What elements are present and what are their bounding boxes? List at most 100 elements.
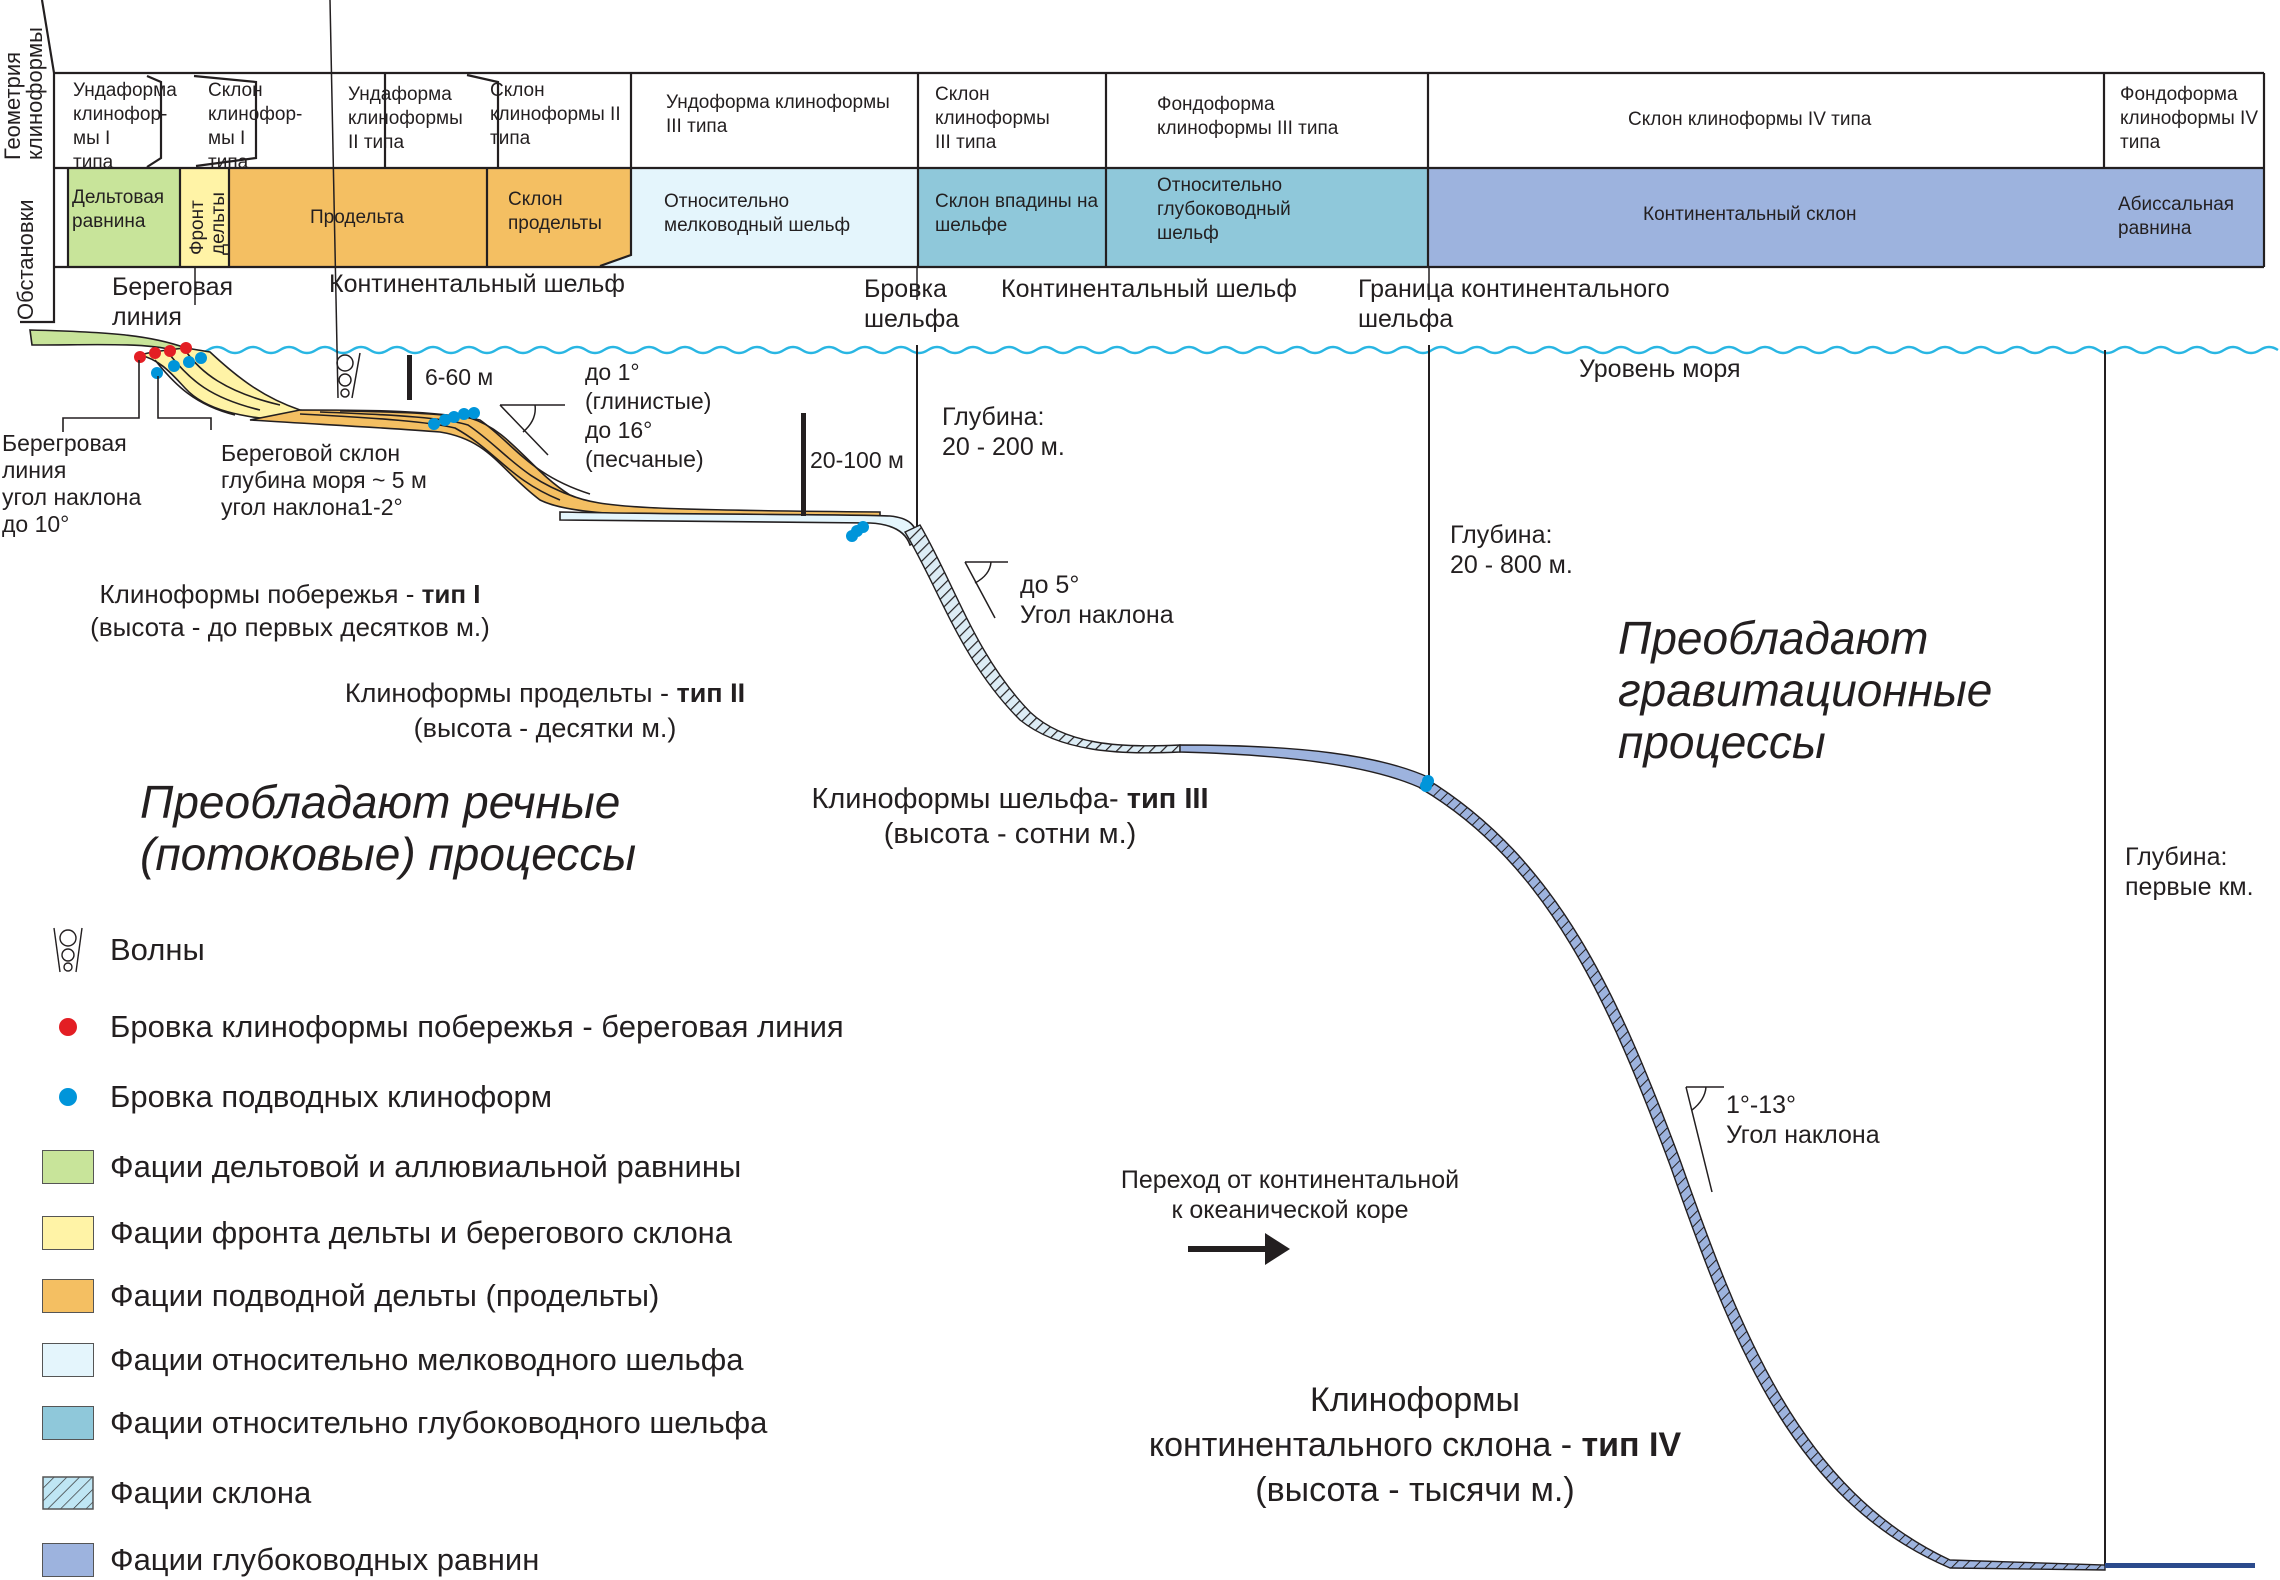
waves-icon (329, 0, 361, 399)
zone-continental-shelf-1: Континентальный шельф (329, 270, 625, 298)
note-line: Угол наклона (1726, 1121, 1880, 1149)
blue-dot (1420, 780, 1432, 792)
title-line: Клиноформы (1310, 1381, 1520, 1419)
title-type4: Клиноформы континентального склона - тип… (1065, 1378, 1765, 1513)
angle-label-shelf: до 5° Угол наклона (1020, 570, 1174, 630)
depth-label-20-100: 20-100 м (810, 447, 904, 473)
title-bold: тип II (676, 678, 746, 708)
legend-item-swatch: Фации фронта дельты и берегового склона (40, 1213, 732, 1253)
note-line: до 10° (2, 511, 70, 537)
rollover-dots (134, 342, 1434, 792)
legend-label: Бровка клиноформы побережья - береговая … (110, 1009, 844, 1044)
legend-item-swatch: Фации относительно глубоководного шельфа (40, 1403, 767, 1443)
title-line: Клиноформы продельты - тип II (295, 676, 795, 711)
setting-cell-label: Фронт дельты (187, 192, 229, 255)
setting-cell-label: Дельтовая равнина (72, 187, 165, 232)
swatch-icon (40, 1342, 96, 1378)
transition-label: Переход от континентальной к океаническо… (1080, 1165, 1500, 1225)
setting-cell-label: Относительно мелководный шельф (664, 191, 851, 236)
blue-dot (857, 521, 869, 533)
legend-item-red-dot: Бровка клиноформы побережья - береговая … (40, 1007, 844, 1047)
note-line: Глубина: (2125, 843, 2228, 871)
setting-cell-delta-plain (68, 168, 180, 266)
note-line: до 5° (1020, 571, 1080, 599)
sea-level-line (189, 345, 2279, 355)
legend-label: Фации фронта дельты и берегового склона (110, 1215, 733, 1250)
note-line: Угол наклона (1020, 601, 1174, 629)
red-dot-icon (40, 1009, 96, 1045)
depth-bar-20-100 (801, 413, 806, 516)
note-line: Переход от континентальной (1120, 1166, 1460, 1194)
setting-cell-label: Продельта (310, 207, 404, 228)
process-line: Преобладают речные (140, 776, 621, 828)
red-dot (149, 347, 161, 359)
note-line: 20 - 800 м. (1450, 551, 1573, 579)
blue-dot (151, 367, 163, 379)
process-line: гравитационные (1618, 664, 1993, 716)
depth-bar-6-60 (407, 355, 412, 400)
legend-item-hatch: Фации склона (40, 1473, 311, 1513)
legend-label: Фации склона (110, 1475, 312, 1510)
note-line: 20 - 200 м. (942, 433, 1065, 461)
row-label-geometry-text: Геометрия клиноформы (0, 27, 47, 160)
legend-label: Фации подводной дельты (продельты) (110, 1278, 660, 1313)
swatch-icon (40, 1149, 96, 1185)
geometry-cell: Ундаформа клинофор-мы I типа (73, 80, 177, 173)
note-line: до 1° (585, 359, 640, 385)
shoreline-note: Берегровая линия угол наклона до 10° (2, 430, 141, 538)
shore-slope-note: Береговой склон глубина моря ~ 5 м угол … (221, 440, 427, 521)
note-line: первые км. (2125, 873, 2254, 901)
legend-item-waves: Волны (40, 927, 205, 973)
note-line: Береговой склон (221, 440, 401, 466)
angle-label-prodelta: до 1° (глинистые) до 16° (песчаные) (585, 358, 711, 474)
sea-level-label: Уровень моря (1579, 355, 1741, 383)
red-dot (134, 351, 146, 363)
note-line: угол наклона (2, 484, 142, 510)
continental-slope-hatched (1419, 777, 2106, 1571)
note-line: Глубина: (1450, 521, 1553, 549)
blue-dot (468, 407, 480, 419)
leader-lines (62, 360, 212, 432)
blue-dot (183, 356, 195, 368)
legend-label: Фации относительно глубоководного шельфа (110, 1405, 768, 1440)
legend-label: Волны (110, 932, 205, 967)
zone-shelf-break: Бровка шельфа (864, 275, 960, 333)
note-line: до 16° (585, 417, 653, 443)
title-sub: (высота - десятки м.) (413, 713, 677, 743)
setting-cell-shallow-shelf (600, 168, 918, 266)
legend-label: Бровка подводных клиноформ (110, 1079, 553, 1114)
title-type2: Клиноформы продельты - тип II (высота - … (295, 676, 795, 746)
waves-icon (40, 927, 96, 973)
red-dot (164, 345, 176, 357)
setting-cell-label: Относительно глубоководный шельф (1157, 175, 1291, 244)
geometry-cell: Ундоформа клиноформы III типа (666, 92, 890, 137)
setting-cell-deep-shelf (1106, 168, 1428, 266)
setting-cell-prodelta-slope (487, 168, 631, 266)
row-label-settings-text: Обстановки (13, 199, 38, 320)
title-line: Клиноформы шельфа- тип III (760, 782, 1260, 817)
angle-label-slope: 1°-13° Угол наклона (1726, 1090, 1880, 1150)
geometry-cell: Ундаформа клиноформы II типа (348, 84, 463, 153)
geometry-cell: Фондоформа клиноформы III типа (1157, 94, 1339, 139)
angle-markers (499, 404, 1724, 1193)
swatch-icon (40, 1405, 96, 1441)
depth-label-shelf: Глубина: 20 - 200 м. (942, 402, 1065, 462)
header-grid (20, 0, 2266, 324)
note-line: линия (2, 457, 67, 483)
title-sub: (высота - тысячи м.) (1255, 1471, 1575, 1509)
geometry-cell: Фондоформа клиноформы IV типа (2120, 84, 2259, 153)
note-line: (глинистые) (585, 388, 712, 414)
note-line: (песчаные) (585, 446, 704, 472)
process-fluvial: Преобладают речные (потоковые) процессы (140, 776, 636, 880)
legend-label: Фации глубоководных равнин (110, 1542, 540, 1577)
title-line: континентального склона - тип IV (1065, 1423, 1765, 1468)
depth-label-slope: Глубина: 20 - 800 м. (1450, 520, 1573, 580)
zone-continental-shelf-2: Континентальный шельф (1001, 275, 1297, 303)
note-line: Берегровая (2, 430, 127, 456)
note-line: угол наклона1-2° (221, 494, 403, 520)
red-dot (180, 342, 192, 354)
legend-item-swatch: Фации относительно мелководного шельфа (40, 1340, 743, 1380)
abyssal-plain-band (2105, 1563, 2255, 1568)
title-type1: Клиноформы побережья - тип I (высота - д… (60, 578, 520, 644)
